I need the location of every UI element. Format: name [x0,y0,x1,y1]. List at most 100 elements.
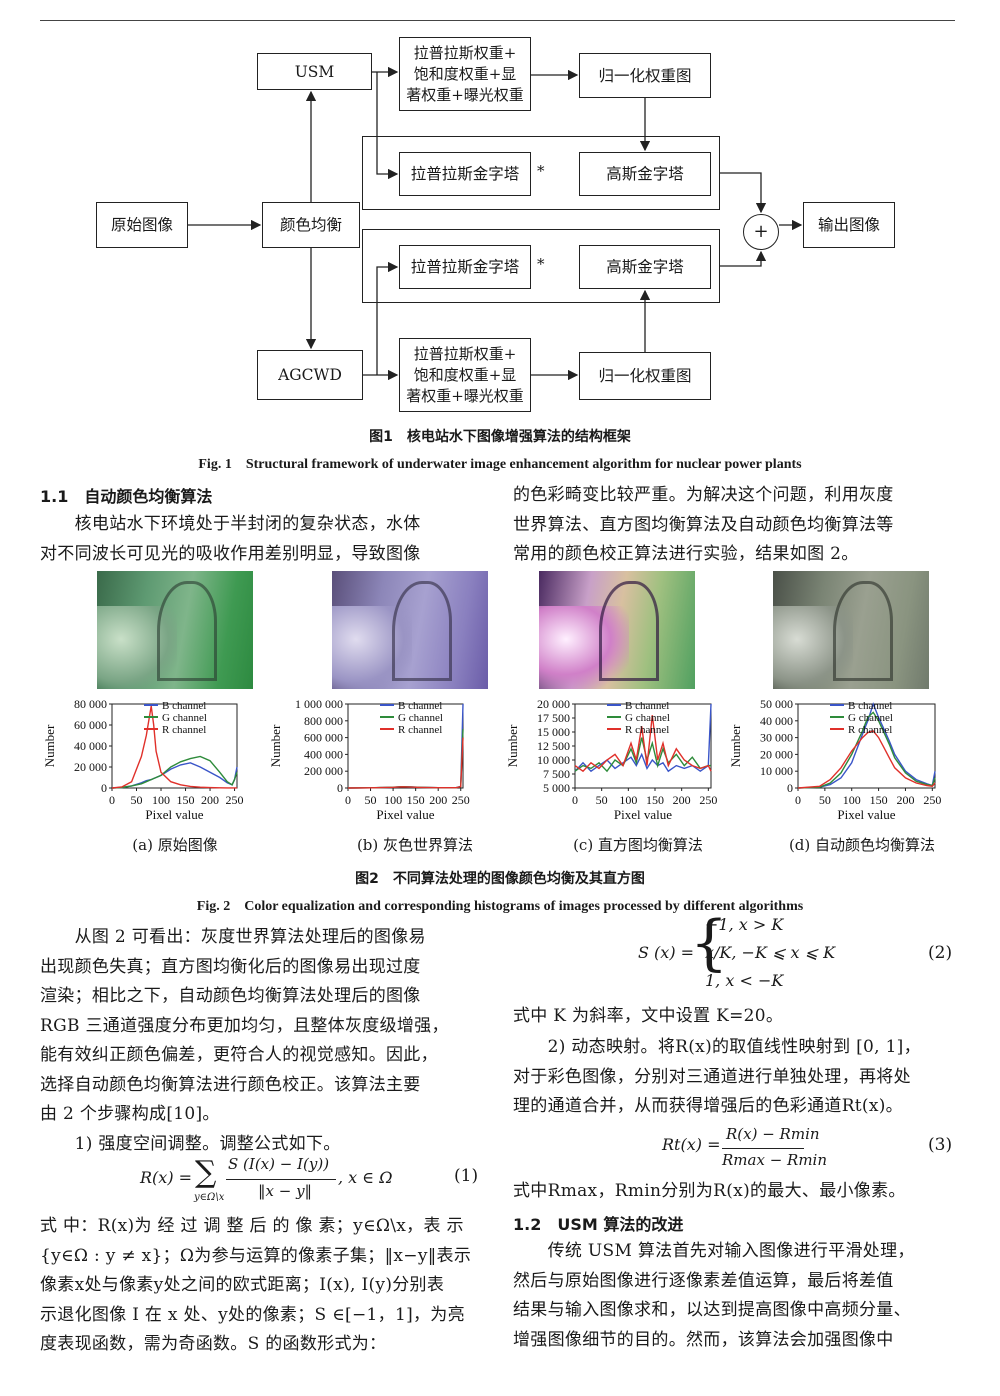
x-tick-label: 200 [429,793,447,807]
gauss-bottom-box: 高斯金字塔 [579,245,711,289]
x-axis-label: Pixel value [145,807,203,822]
text-line: 结果与输入图像求和，以达到提高图像中高频分量、 [513,1300,911,1320]
text-line: 理的通道合并，从而获得增强后的色彩通道Rt(x)。 [513,1096,903,1116]
section-heading-1-2: 1.2 USM 算法的改进 [513,1215,684,1234]
right-col-para5: 式中Rmax，Rmin分别为R(x)的最大、最小像素。 [513,1181,906,1201]
legend-label: B channel [398,700,442,712]
subcaption-b: (b) 灰色世界算法 [356,836,474,854]
y-tick-label: 50 000 [760,697,793,711]
series-line-r [111,705,237,789]
text-line: 渲染；相比之下，自动颜色均衡算法处理后的图像 [40,986,421,1006]
lower-pyramid-frame [362,229,720,303]
eq2-brace: { [690,908,729,978]
section-1-1-left-para: 核电站水下环境处于半封闭的复杂状态，水体 对不同波长可见光的吸收作用差别明显，导… [40,510,480,569]
left-col-para2: 式 中：R(x)为 经 过 调 整 后 的 像 素；y∈Ω\x，表 示 {y∈Ω… [40,1212,480,1360]
y-tick-label: 0 [787,781,793,795]
eq3-numerator: R(x) − Rmin [726,1125,820,1143]
text-line: 然后与原始图像进行逐像素差值运算，最后将差值 [513,1270,894,1291]
x-tick-label: 250 [452,793,470,807]
text-line: 像素x处与像素y处之间的欧式距离；I(x), I(y)分别表 [40,1275,445,1295]
y-tick-label: 400 000 [304,747,343,761]
eq1-fraction-bar [226,1179,336,1180]
lap-bottom-box: 拉普拉斯金字塔 [399,245,531,289]
legend-label: R channel [398,724,442,736]
text-line: 度表现函数，需为奇函数。S 的函数形式为： [40,1334,387,1354]
x-axis-label: Pixel value [376,807,434,822]
original-image-box: 原始图像 [96,202,188,248]
photo-hist-eq [539,571,695,689]
x-tick-label: 250 [923,793,941,807]
norm-top-box: 归一化权重图 [579,53,711,98]
text-line: 选择自动颜色均衡算法进行颜色校正。该算法主要 [40,1074,421,1095]
lap-top-box: 拉普拉斯金字塔 [399,152,531,196]
section-heading-1-1: 1.1 自动颜色均衡算法 [40,487,213,506]
y-tick-label: 10 000 [760,764,793,778]
photo-original [97,571,253,689]
y-tick-label: 17 500 [537,711,570,725]
text-line: 世界算法、直方图均衡算法及自动颜色均衡算法等 [513,514,894,535]
eq1-sum-sub: y∈Ω\x [194,1192,225,1203]
figure2-caption-cn: 图2 不同算法处理的图像颜色均衡及其直方图 [355,871,645,887]
y-tick-label: 15 000 [537,725,570,739]
y-tick-label: 60 000 [74,718,107,732]
photo-ace [773,571,929,689]
text-line: {y∈Ω : y ≠ x}；Ω为参与运算的像素子集；‖x−y‖表示 [40,1245,472,1266]
x-tick-label: 100 [152,793,170,807]
x-tick-label: 0 [572,793,578,807]
y-tick-label: 800 000 [304,714,343,728]
weights-bottom-box: 拉普拉斯权重+ 饱和度权重+显 著权重+曝光权重 [399,338,531,412]
text-line: 的色彩畸变比较严重。为解决这个问题，利用灰度 [513,485,894,505]
plot-frame [797,703,936,789]
x-tick-label: 50 [131,793,143,807]
legend-label: B channel [848,700,892,712]
subcaption-d: (d) 自动颜色均衡算法 [788,836,936,854]
agcwd-box: AGCWD [257,350,363,400]
eq2-case-1: −1, x > K [705,915,784,934]
subcaption-c: (c) 直方图均衡算法 [573,836,703,854]
legend-label: G channel [848,712,893,724]
y-tick-label: 10 000 [537,753,570,767]
text-line: 传统 USM 算法首先对输入图像进行平滑处理， [513,1241,915,1261]
series-line-r [797,730,936,789]
right-col-para6: 传统 USM 算法首先对输入图像进行平滑处理， 然后与原始图像进行逐像素差值运算… [513,1237,958,1355]
y-axis-label: Number [505,724,520,767]
legend-label: G channel [162,712,207,724]
text-line: 常用的颜色校正算法进行实验，结果如图 2。 [513,544,859,564]
text-line: 从图 2 可看出：灰度世界算法处理后的图像易 [40,927,426,947]
figure1-caption-en: Fig. 1 Structural framework of underwate… [198,457,802,472]
x-tick-label: 100 [384,793,402,807]
series-line-g [111,755,238,789]
flow-arrows [188,66,803,381]
x-tick-label: 150 [177,793,195,807]
norm-bottom-box: 归一化权重图 [579,352,711,400]
x-tick-label: 50 [596,793,608,807]
weights-top-box: 拉普拉斯权重+ 饱和度权重+显 著权重+曝光权重 [399,37,531,111]
x-tick-label: 150 [870,793,888,807]
left-col-step1: 1) 强度空间调整。调整公式如下。 [40,1134,341,1154]
text-line: 2) 动态映射。将R(x)的取值线性映射到 [0, 1]， [513,1037,921,1057]
text-line: RGB 三通道强度分布更加均匀，且整体灰度级增强， [40,1015,449,1036]
section-1-1-right-para: 的色彩畸变比较严重。为解决这个问题，利用灰度 世界算法、直方图均衡算法及自动颜色… [513,481,958,570]
series-line-b [797,701,936,789]
usm-box: USM [257,53,372,90]
x-tick-label: 100 [619,793,637,807]
output-image-box: 输出图像 [803,202,895,248]
star-bottom: * [537,255,545,273]
eq1-sum-sign: ∑ [195,1155,217,1190]
y-tick-label: 80 000 [74,697,107,711]
eq3-denominator: Rmax − Rmin [722,1151,827,1169]
legend-label: G channel [625,712,670,724]
y-axis-label: Number [268,724,283,767]
y-tick-label: 20 000 [760,747,793,761]
color-balance-box: 颜色均衡 [262,202,360,248]
top-rule [40,20,955,21]
figure2-caption-en: Fig. 2 Color equalization and correspond… [196,899,804,914]
x-tick-label: 0 [795,793,801,807]
y-axis-label: Number [728,724,743,767]
text-line: 核电站水下环境处于半封闭的复杂状态，水体 [40,514,421,534]
eq1-number: (1) [454,1166,479,1186]
y-tick-label: 20 000 [537,697,570,711]
y-tick-label: 5 000 [543,781,570,795]
x-tick-label: 50 [365,793,377,807]
eq1-lhs: R(x) = [140,1168,193,1187]
